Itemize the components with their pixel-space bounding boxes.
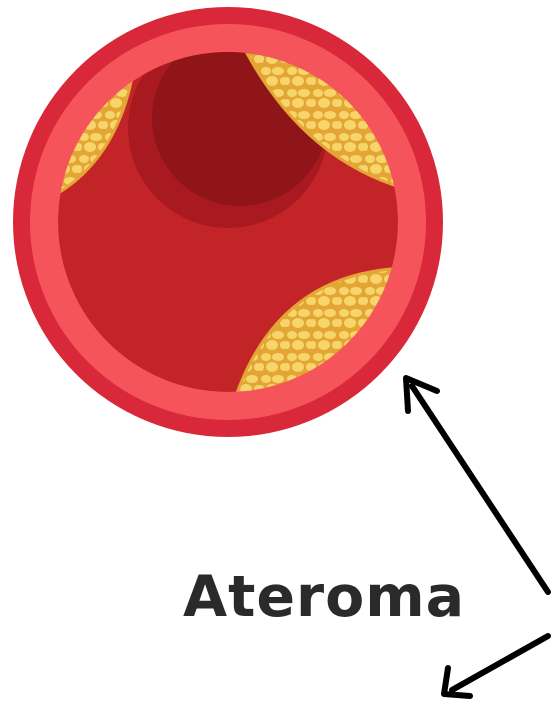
arrow-up-to-vessel	[406, 378, 548, 592]
atheroma-label: Ateroma	[183, 562, 473, 632]
arrow-down-left	[444, 636, 548, 696]
